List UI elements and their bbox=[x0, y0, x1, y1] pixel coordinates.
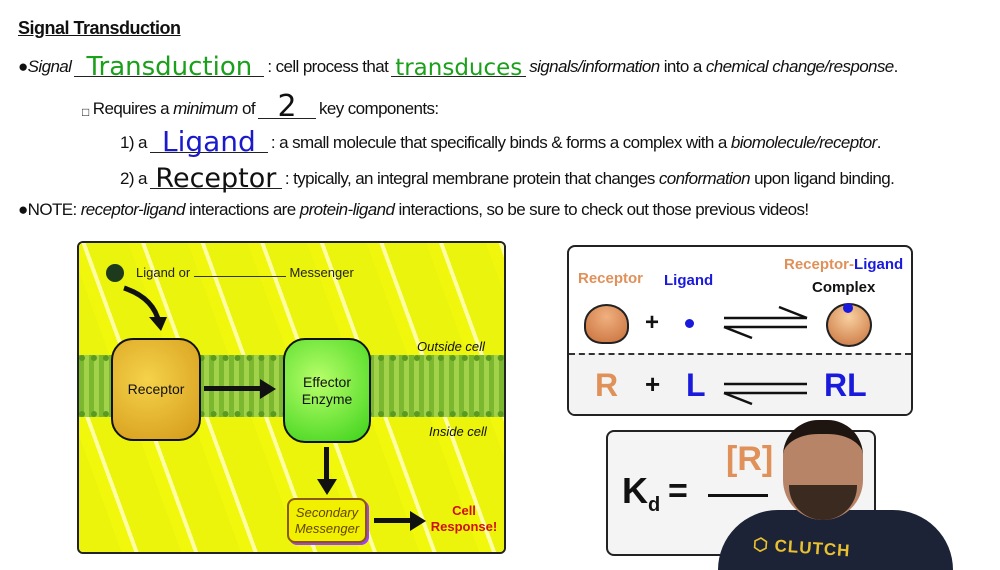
text: Receptor bbox=[784, 256, 850, 273]
text: upon ligand binding. bbox=[754, 169, 895, 188]
kd-symbol: Kd bbox=[622, 470, 660, 517]
presenter-video: ⬡ CLUTCH bbox=[703, 360, 968, 570]
bullet: ● bbox=[18, 200, 28, 219]
blank-receptor: Receptor bbox=[149, 161, 282, 192]
text: d bbox=[648, 494, 661, 517]
blank-number: 2 bbox=[257, 88, 316, 122]
receptor-shape-icon bbox=[584, 304, 629, 344]
text: Ligand bbox=[854, 256, 904, 273]
text: : a small molecule that specifically bin… bbox=[270, 133, 727, 152]
text: Secondary Messenger bbox=[294, 504, 360, 536]
text: Messenger bbox=[289, 265, 354, 280]
text: NOTE: bbox=[27, 200, 78, 219]
bound-ligand-icon bbox=[843, 303, 853, 313]
arrow-right-icon bbox=[374, 511, 426, 531]
equilibrium-panel: Receptor Ligand Receptor-Ligand Complex … bbox=[567, 245, 913, 416]
text: . bbox=[893, 57, 899, 76]
handwritten-answer: Transduction bbox=[86, 52, 253, 82]
fraction-bar bbox=[708, 494, 768, 497]
equilibrium-arrows-icon bbox=[723, 382, 807, 406]
complex-label: Receptor-Ligand bbox=[784, 256, 903, 273]
text: into a bbox=[663, 57, 703, 76]
bullet: ● bbox=[18, 57, 28, 76]
text: Effector Enzyme bbox=[301, 373, 353, 407]
arrow-right-icon bbox=[204, 379, 276, 399]
receptor-protein: Receptor bbox=[111, 338, 201, 441]
text: Receptor bbox=[127, 381, 185, 398]
R-symbol: R bbox=[595, 367, 619, 403]
text: of bbox=[242, 99, 256, 118]
text: interactions are bbox=[188, 200, 296, 219]
text: 1) a bbox=[120, 133, 148, 152]
blank-transduction: Transduction bbox=[74, 50, 265, 80]
handwritten-answer: Ligand bbox=[161, 125, 256, 158]
page-title: Signal Transduction bbox=[18, 18, 181, 38]
handwritten-answer: 2 bbox=[277, 89, 297, 124]
text: Ligand or bbox=[136, 265, 191, 280]
text: receptor-ligand bbox=[80, 200, 186, 219]
text: minimum bbox=[173, 99, 238, 118]
ligand-dot-icon bbox=[106, 264, 124, 282]
cell-response-label: Cell Response! bbox=[430, 503, 498, 535]
text: interactions, so be sure to check out th… bbox=[398, 200, 809, 219]
ligand-messenger-label: Ligand or Messenger bbox=[136, 265, 354, 280]
signal-transduction-diagram: Ligand or Messenger Receptor Effector En… bbox=[77, 241, 506, 554]
text: : cell process that bbox=[267, 57, 389, 76]
secondary-messenger: Secondary Messenger bbox=[287, 498, 367, 543]
receptor-label: Receptor bbox=[578, 270, 644, 287]
L-symbol: L bbox=[686, 367, 706, 403]
text: chemical change/response bbox=[705, 57, 894, 76]
text: : typically, an integral membrane protei… bbox=[284, 169, 655, 188]
handwritten-answer: Receptor bbox=[155, 163, 277, 194]
outside-cell-label: Outside cell bbox=[417, 339, 485, 354]
text: CLUTCH bbox=[774, 536, 852, 561]
symbolic-equation: R + L RL bbox=[569, 353, 911, 414]
arrow-down-icon bbox=[317, 447, 337, 495]
handwritten-answer: transduces bbox=[395, 55, 523, 81]
presenter-shirt bbox=[718, 510, 953, 570]
text: conformation bbox=[658, 169, 751, 188]
requirement-line: □ Requires a minimum of 2 key components… bbox=[82, 88, 439, 122]
ligand-line: 1) a Ligand : a small molecule that spec… bbox=[120, 124, 882, 156]
receptor-line: 2) a Receptor : typically, an integral m… bbox=[120, 161, 895, 192]
text: - bbox=[849, 256, 855, 273]
inside-cell-label: Inside cell bbox=[429, 424, 487, 439]
blank-transduces: transduces bbox=[391, 53, 527, 80]
definition-line: ● Signal Transduction : cell process tha… bbox=[18, 50, 899, 80]
blank-ligand: Ligand bbox=[149, 124, 268, 156]
text: biomolecule/receptor bbox=[730, 133, 877, 152]
effector-enzyme: Effector Enzyme bbox=[283, 338, 371, 443]
RL-symbol: RL bbox=[824, 367, 867, 403]
plus-sign: + bbox=[645, 309, 660, 336]
note-line: ●NOTE: receptor-ligand interactions are … bbox=[18, 200, 809, 220]
text: . bbox=[876, 133, 882, 152]
ligand-dot-icon bbox=[685, 319, 694, 328]
complex-label-2: Complex bbox=[812, 279, 876, 296]
text: protein-ligand bbox=[299, 200, 395, 219]
text: Signal bbox=[27, 57, 72, 76]
equilibrium-arrows-icon bbox=[723, 305, 808, 340]
checkbox-bullet: □ bbox=[82, 105, 89, 119]
text: signals/information bbox=[529, 57, 660, 76]
ligand-label: Ligand bbox=[664, 272, 714, 289]
text: key components: bbox=[318, 99, 439, 118]
text: Requires a bbox=[92, 99, 170, 118]
plus-sign: + bbox=[645, 369, 661, 399]
text: K bbox=[622, 470, 648, 511]
text: 2) a bbox=[120, 169, 148, 188]
curved-arrow-icon bbox=[123, 285, 167, 331]
equals-sign: = bbox=[668, 472, 688, 510]
kd-numerator: [R] bbox=[726, 440, 774, 478]
